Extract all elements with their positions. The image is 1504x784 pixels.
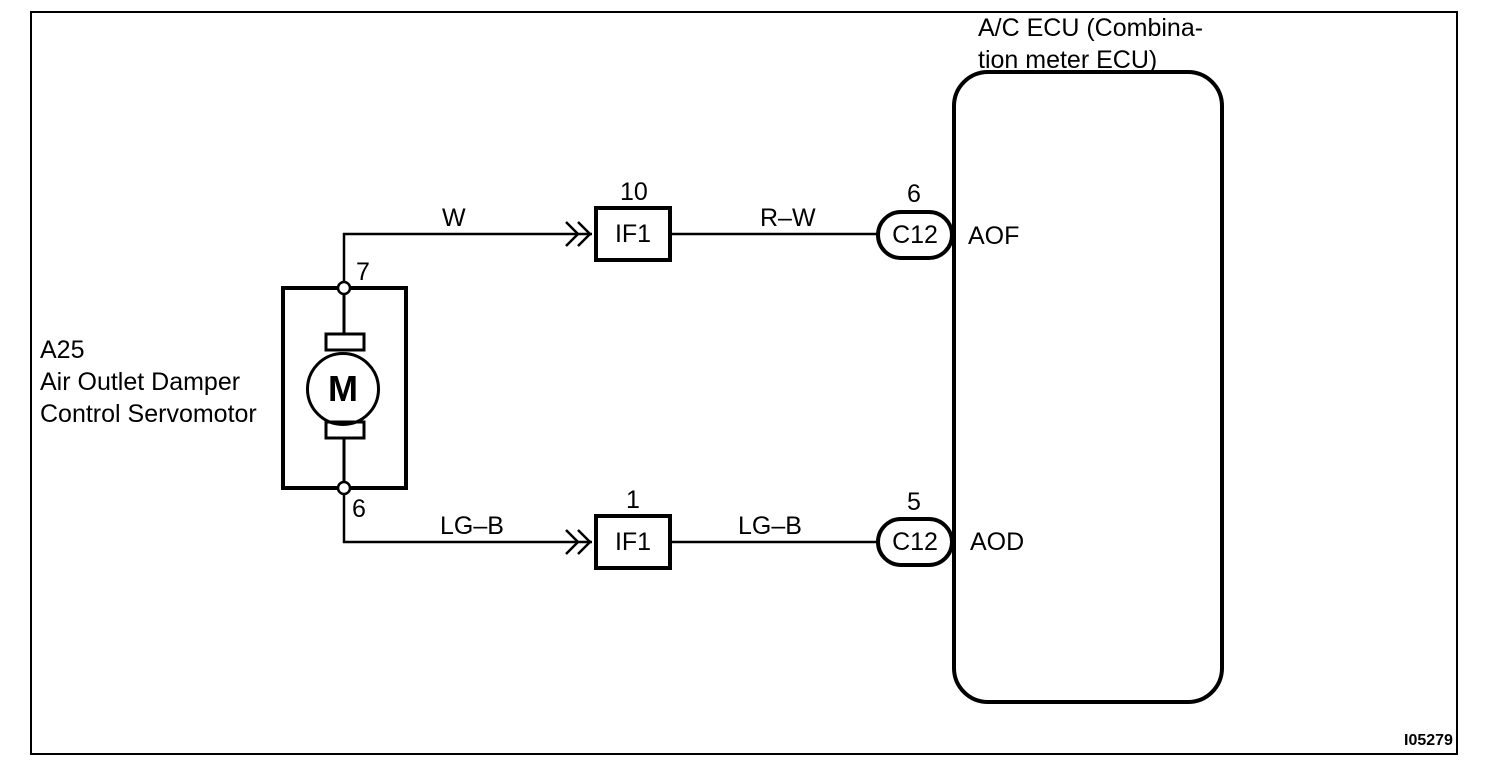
ecu-title: A/C ECU (Combina- tion meter ECU) xyxy=(978,12,1203,76)
c12-pill-upper xyxy=(876,210,954,260)
wire-label-lower-left: LG–B xyxy=(440,512,504,540)
motor-symbol: M xyxy=(306,352,380,426)
ecu-pin-lower: 5 xyxy=(907,488,921,516)
junction-pin-upper: 10 xyxy=(620,178,648,206)
ecu-title-line-1: A/C ECU (Combina- xyxy=(978,14,1204,42)
arrow-lower-1 xyxy=(565,529,580,555)
servomotor-label: A25 Air Outlet Damper Control Servomotor xyxy=(40,334,257,430)
diagram-frame xyxy=(30,11,1458,755)
wire-lower-lgb xyxy=(342,488,592,544)
wire-label-lower-right: LG–B xyxy=(738,512,802,540)
motor-brush-top xyxy=(324,332,366,352)
ecu-pin-upper: 6 xyxy=(907,180,921,208)
junction-connector-upper: IF1 xyxy=(614,219,652,248)
arrow-upper-1 xyxy=(565,221,580,247)
ecu-body xyxy=(952,70,1224,704)
servomotor-name-line-1: Air Outlet Damper xyxy=(40,368,241,396)
ecu-terminal-aod: AOD xyxy=(970,528,1025,556)
wire-label-upper-right: R–W xyxy=(760,204,816,232)
figure-code: I05279 xyxy=(1404,732,1453,749)
servomotor-pin-lower: 6 xyxy=(352,495,366,523)
servomotor-code: A25 xyxy=(40,336,85,364)
junction-connector-lower: IF1 xyxy=(614,527,652,556)
ecu-connector-lower: C12 xyxy=(892,527,938,556)
if1-box-upper xyxy=(594,206,672,262)
terminal-6 xyxy=(336,480,352,496)
wire-label-upper-left: W xyxy=(442,204,466,232)
ecu-connector-upper: C12 xyxy=(892,220,938,249)
servomotor-pin-upper: 7 xyxy=(356,258,370,286)
ecu-title-line-2: tion meter ECU) xyxy=(978,46,1158,74)
wire-upper-w xyxy=(342,232,592,288)
c12-pill-lower xyxy=(876,517,954,567)
servomotor-name-line-2: Control Servomotor xyxy=(40,400,257,428)
arrow-lower-2 xyxy=(577,529,592,555)
ecu-terminal-aof: AOF xyxy=(968,222,1020,250)
arrow-upper-2 xyxy=(577,221,592,247)
if1-box-lower xyxy=(594,514,672,570)
terminal-7 xyxy=(336,280,352,296)
junction-pin-lower: 1 xyxy=(626,486,640,514)
